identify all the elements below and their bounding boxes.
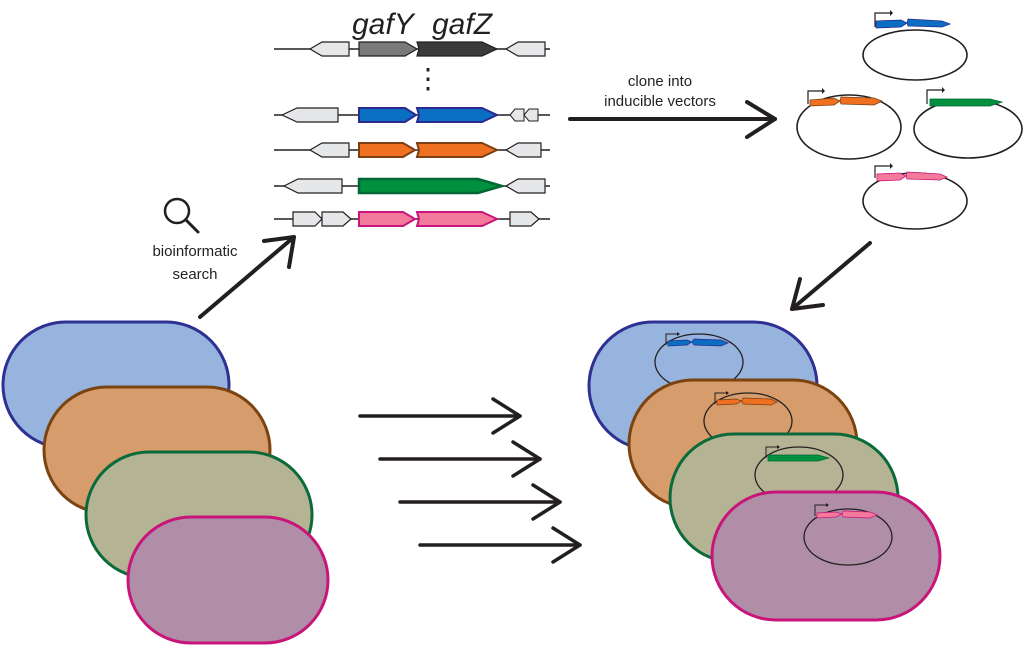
promoter-arrow-icon [874, 165, 890, 178]
clone-step: clone into inducible vectors [568, 73, 777, 139]
promoter-arrow-icon [874, 12, 890, 27]
ellipsis: ⋮ [414, 62, 442, 95]
promoter-arrow-icon [807, 90, 822, 104]
cell-pink-strain [126, 515, 330, 645]
arrow-green-strain [398, 483, 562, 521]
promoter-arrowhead [777, 445, 780, 449]
plasmid-backbone [913, 99, 1023, 159]
gafY-insert [816, 511, 843, 519]
clone-label-line1: clone into [628, 73, 692, 90]
gafY-gene [358, 41, 419, 57]
flank-gene [504, 142, 542, 158]
plasmid-blue [862, 10, 968, 81]
host-strains-transformed [587, 320, 942, 622]
operon-row-pink [274, 211, 550, 227]
gafY-homolog-pink [358, 211, 417, 227]
plasmid-orange [796, 88, 902, 160]
gafY-homolog-blue [358, 107, 418, 123]
plasmid-backbone [862, 172, 968, 230]
clone-arrow [568, 100, 777, 139]
gafYZ-fused-insert [929, 98, 1004, 107]
gafZ-homolog-orange [415, 142, 500, 158]
promoter-arrow-icon [926, 89, 942, 104]
operon-row-reference [274, 41, 550, 57]
search-step: bioinformatic search [152, 197, 296, 319]
promoter-arrowhead [942, 87, 945, 93]
promoter-arrow-icon [765, 446, 777, 458]
flank-gene [308, 41, 350, 57]
gafZ-insert [906, 18, 952, 28]
flank-gene [523, 108, 539, 122]
flank-gene [321, 211, 352, 227]
gafZ-insert [905, 171, 949, 181]
search-label-line1: bioinformatic [152, 243, 238, 260]
search-label-line2: search [172, 266, 217, 283]
gafZ-insert [691, 338, 729, 347]
promoter-arrowhead [890, 10, 893, 16]
gafZ-homolog-pink [415, 211, 500, 227]
gafYZ-fused-insert [767, 454, 831, 462]
gafZ-label: gafZ [432, 8, 494, 41]
gafY-insert [876, 172, 907, 182]
cell-pink-strain [710, 490, 942, 622]
flank-gene [282, 178, 343, 194]
promoter-arrowhead [890, 163, 893, 169]
clone-label-line2: inducible vectors [604, 93, 716, 110]
promoter-arrowhead [826, 503, 829, 507]
gafY-insert [667, 339, 693, 347]
gafY-insert [809, 97, 841, 107]
flank-gene [509, 211, 540, 227]
gafYZ-fused-homolog-green [357, 177, 507, 195]
flank-gene [504, 41, 546, 57]
plasmid-panel [796, 10, 1023, 230]
gafZ-insert [741, 397, 778, 406]
host-strains-untransformed [1, 320, 330, 645]
transformation-arrows [358, 397, 582, 564]
plasmid-backbone [803, 508, 893, 566]
plasmid-backbone [796, 94, 902, 160]
gafZ-insert [841, 510, 878, 519]
gafY-homolog-orange [358, 142, 417, 158]
flank-gene [308, 142, 350, 158]
flank-gene [292, 211, 323, 227]
operon-row-orange [274, 142, 550, 158]
promoter-arrow-icon [714, 392, 726, 404]
flank-gene [280, 107, 339, 123]
operon-row-blue [274, 107, 550, 123]
plasmid-pink [862, 163, 968, 230]
promoter-arrow-icon [665, 333, 677, 345]
plasmid-green [913, 87, 1023, 159]
promoter-arrowhead [822, 88, 825, 94]
operon-row-green [274, 177, 550, 195]
plasmid-backbone [862, 29, 968, 81]
flank-gene [504, 178, 546, 194]
promoter-arrow-icon [814, 504, 826, 516]
gafY-label: gafY [352, 8, 416, 41]
gafY-insert [716, 398, 743, 406]
promoter-arrowhead [677, 332, 680, 336]
arrow-pink-strain [418, 526, 582, 564]
transform-arrow [790, 241, 872, 311]
gafY-insert [875, 19, 908, 29]
magnifier-icon [163, 197, 200, 234]
search-arrow [198, 235, 296, 319]
gafZ-insert [839, 96, 883, 106]
flank-gene [509, 108, 525, 122]
transformed-cell-pink [710, 490, 942, 622]
gafZ-gene [416, 41, 499, 57]
promoter-arrowhead [726, 391, 729, 395]
arrow-orange-strain [378, 440, 542, 478]
gafZ-homolog-blue [415, 107, 500, 123]
arrow-blue-strain [358, 397, 522, 435]
gene-neighborhood-panel: gafY gafZ ⋮ [274, 8, 550, 227]
